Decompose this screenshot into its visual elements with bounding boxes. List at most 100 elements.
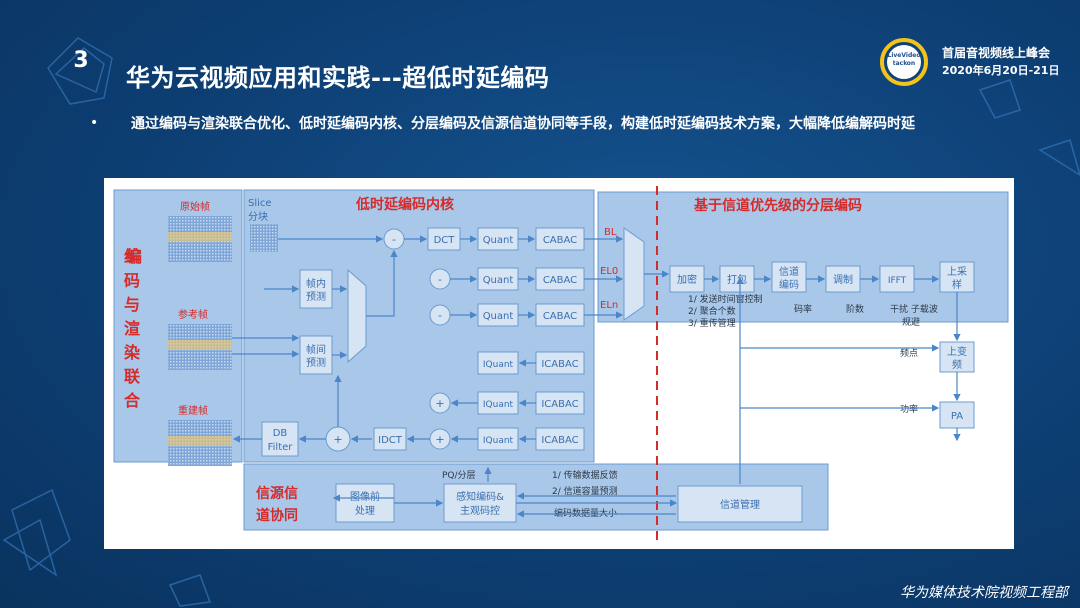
logo-text-1: LiveVideo — [888, 52, 921, 59]
encrypt-box — [669, 265, 705, 293]
interference-label-2: 规避 — [902, 316, 920, 328]
feedback-label-2: 2/ 信道容量预测 — [552, 485, 618, 497]
inter-label-1: 帧间 — [306, 343, 326, 356]
page-title: 华为云视频应用和实践---超低时延编码 — [126, 64, 550, 92]
conference-name: 首届音视频线上峰会 — [942, 46, 1051, 60]
render-label-part: 编 — [126, 247, 142, 266]
svg-text:编: 编 — [126, 247, 142, 266]
logo-text-2: tack — [893, 60, 908, 67]
cabac-label-3: CABAC — [543, 311, 577, 322]
channel-code-label-2: 编码 — [779, 278, 799, 291]
iquant-label-3: IQuant — [483, 436, 514, 446]
db-label-1: DB — [273, 428, 288, 439]
conference-date: 2020年6月20日-21日 — [942, 64, 1060, 77]
svg-text:渲: 渲 — [124, 319, 140, 338]
power-label: 功率 — [900, 403, 918, 415]
iquant-box-1 — [477, 351, 519, 375]
icabac-label-2: ICABAC — [541, 399, 578, 410]
order-label: 阶数 — [846, 303, 864, 315]
svg-text:+: + — [435, 397, 444, 410]
upsample-label-1: 上采 — [947, 266, 967, 278]
channel-mgmt-box — [677, 485, 803, 523]
upconvert-label-1: 上变 — [947, 345, 967, 358]
eln-label: ELn — [600, 300, 618, 311]
svg-text:-: - — [438, 309, 442, 322]
quant-label-1: Quant — [483, 235, 514, 246]
pack-label: 打包 — [727, 273, 747, 286]
mode-select-mux — [347, 268, 367, 364]
connection-lines — [232, 235, 961, 518]
icabac-label-3: ICABAC — [541, 435, 578, 446]
percept-label-1: 感知编码& — [456, 490, 504, 503]
channel-mgmt-label: 信道管理 — [720, 498, 760, 511]
feedback-label-1: 1/ 传输数据反馈 — [552, 469, 618, 481]
logo-text-3: on — [907, 60, 915, 67]
code-rate-label: 码率 — [794, 303, 812, 315]
channel-code-label-1: 信道 — [779, 265, 799, 278]
render-section-label: 编码与 渲染联合 — [123, 247, 141, 410]
intra-label-2: 预测 — [306, 290, 326, 303]
intra-label-1: 帧内 — [306, 277, 326, 290]
bullet-dot: • — [90, 115, 99, 131]
layer-mux — [623, 227, 645, 321]
slice-grid-icon — [250, 224, 278, 252]
footer-text: 华为媒体技术院视频工程部 — [900, 585, 1068, 601]
layer-section-label: 基于信道优先级的分层编码 — [694, 197, 862, 214]
source-section-label-2: 道协同 — [256, 507, 298, 524]
cabac-label-2: CABAC — [543, 275, 577, 286]
cabac-label-1: CABAC — [543, 235, 577, 246]
svg-text:-: - — [392, 233, 396, 246]
svg-text:合: 合 — [124, 391, 141, 410]
svg-text:编: 编 — [124, 247, 140, 266]
modulate-box — [825, 265, 861, 293]
pa-box — [939, 401, 975, 429]
percept-label-2: 主观码控 — [460, 504, 500, 517]
idct-label: IDCT — [378, 435, 403, 446]
note-3: 3/ 重传管理 — [688, 317, 736, 329]
iquant-label-1: IQuant — [483, 360, 514, 370]
conference-logo: LiveVideo tack on — [880, 38, 928, 86]
icabac-label-1: ICABAC — [541, 359, 578, 370]
quant-label-2: Quant — [483, 275, 514, 286]
db-label-2: Filter — [268, 442, 294, 453]
preprocess-label-2: 处理 — [355, 505, 375, 517]
percept-coding-box — [443, 483, 517, 523]
pq-layer-label: PQ/分层 — [442, 470, 476, 481]
note-1: 1/ 发送时间窗控制 — [688, 293, 763, 305]
frame-recon-label: 重建帧 — [178, 404, 208, 417]
ifft-label: IFFT — [888, 276, 907, 286]
architecture-diagram: 编 编码与 渲染联合 低时延编码内核 基于信道优先级的分层编码 信源信 道协同 … — [104, 178, 1014, 549]
svg-text:码: 码 — [124, 271, 140, 290]
freq-point-label: 频点 — [900, 347, 918, 359]
encoded-size-label: 编码数据量大小 — [554, 507, 617, 519]
dct-label: DCT — [434, 235, 456, 246]
frame-original-label: 原始帧 — [180, 200, 210, 213]
svg-text:-: - — [438, 273, 442, 286]
add-node-1 — [429, 392, 451, 414]
channel-code-box — [771, 261, 807, 293]
slice-label-2: 分块 — [248, 211, 268, 223]
inter-pred-box — [299, 335, 333, 375]
upconvert-box — [939, 341, 975, 373]
svg-text:联: 联 — [124, 367, 140, 386]
preprocess-box — [335, 483, 395, 523]
idct-box — [373, 427, 407, 451]
svg-text:染: 染 — [123, 343, 141, 362]
slide-number: 3 — [73, 48, 89, 73]
encrypt-label: 加密 — [677, 273, 697, 286]
preprocess-label-1: 图像前 — [350, 490, 380, 503]
frame-reference-label: 参考帧 — [178, 308, 208, 321]
svg-text:+: + — [435, 433, 444, 446]
upconvert-label-2: 频 — [952, 358, 962, 371]
pa-label: PA — [951, 411, 963, 422]
inter-label-2: 预测 — [306, 356, 326, 369]
core-section-label: 低时延编码内核 — [355, 196, 454, 213]
diagram-svg: 编 编码与 渲染联合 低时延编码内核 基于信道优先级的分层编码 信源信 道协同 … — [113, 186, 1009, 546]
iquant-label-2: IQuant — [483, 400, 514, 410]
svg-text:与: 与 — [124, 295, 140, 314]
quant-label-3: Quant — [483, 311, 514, 322]
upsample-label-2: 样 — [952, 278, 962, 291]
ifft-box — [879, 265, 915, 293]
bullet-text: 通过编码与渲染联合优化、低时延编码内核、分层编码及信源信道协同等手段，构建低时延… — [131, 116, 915, 132]
